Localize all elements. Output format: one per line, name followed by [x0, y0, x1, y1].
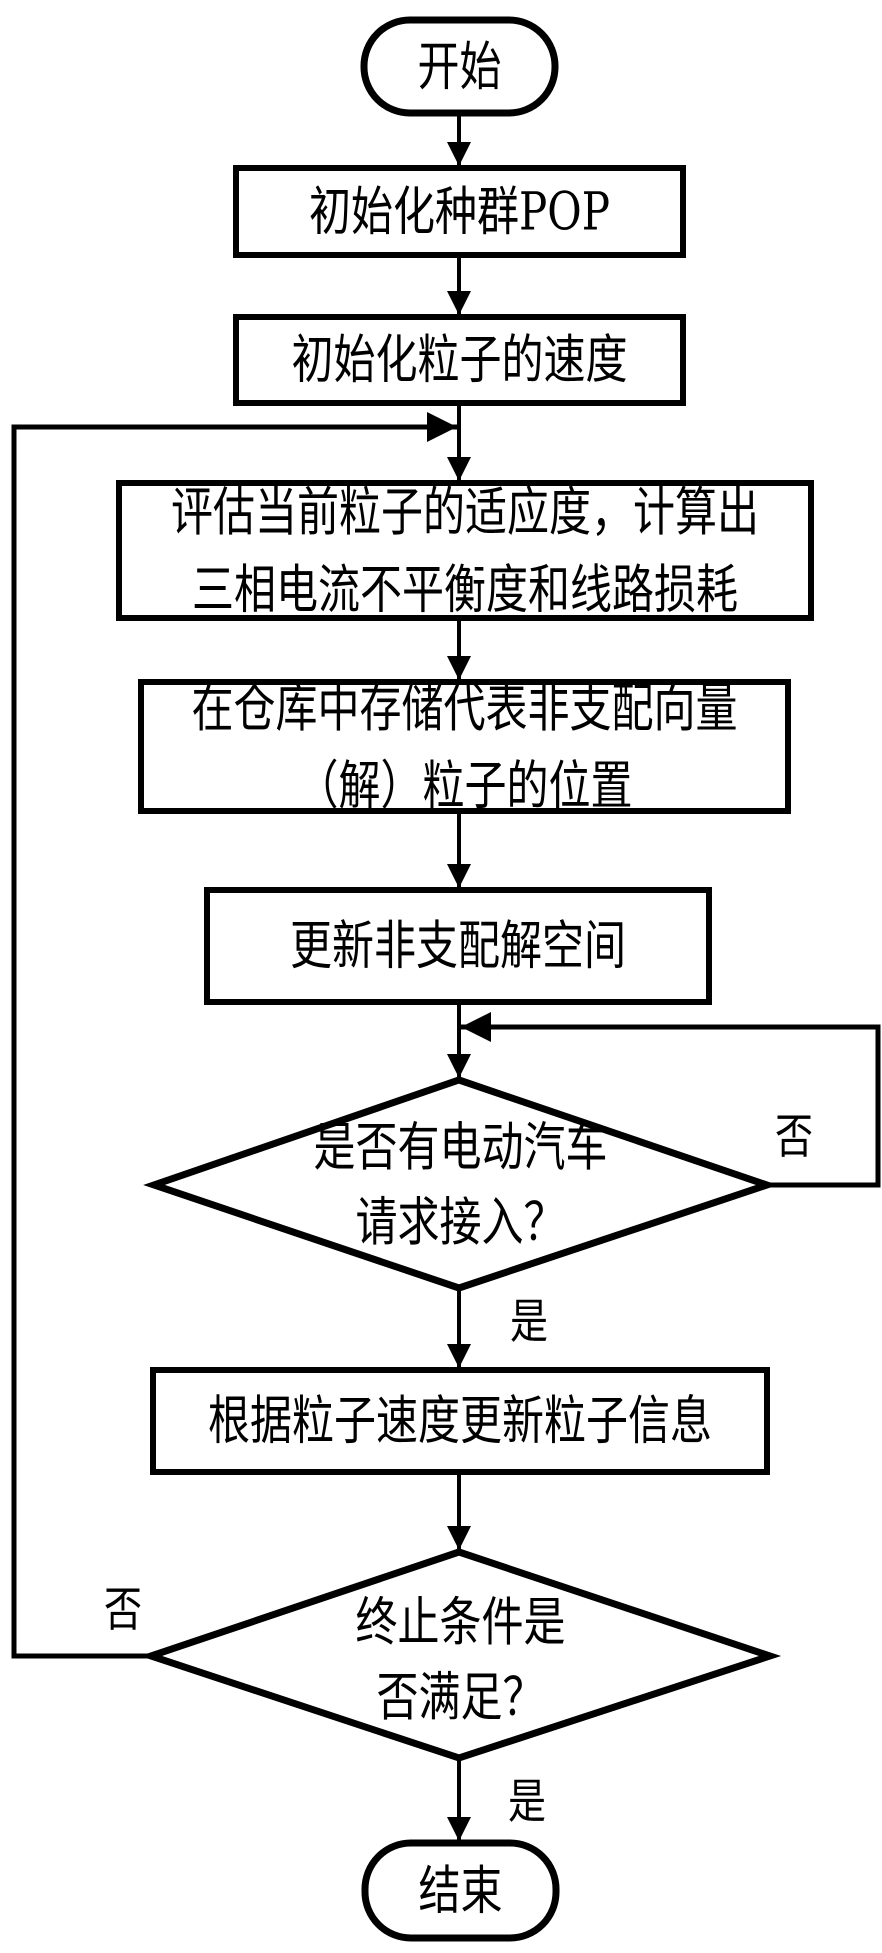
update-particles-box: [150, 1367, 770, 1475]
store-label: 在仓库中存储代表非支配向量 （解）粒子的位置: [191, 676, 738, 816]
init-velocity-box: [233, 314, 686, 406]
init-velocity-label: 初始化粒子的速度: [291, 328, 628, 390]
arrow-ev-request-no-loop: [461, 1012, 881, 1188]
init-pop-box: [233, 165, 686, 258]
evaluate-label: 评估当前粒子的适应度，计算出 三相电流不平衡度和线路损耗: [170, 480, 759, 620]
update-particles-label: 根据粒子速度更新粒子信息: [207, 1389, 712, 1451]
ev-request-label: 是否有电动汽车 请求接入？: [313, 1116, 608, 1253]
init-pop-label: 初始化种群POP: [309, 180, 610, 242]
ev-request-yes-label: 是: [510, 1294, 549, 1350]
end-terminal-shape: [361, 1839, 560, 1942]
termination-decision-shape: [139, 1548, 782, 1762]
ev-request-no-label: 否: [775, 1109, 814, 1165]
termination-yes-label: 是: [508, 1774, 547, 1830]
end-label: 结束: [418, 1859, 503, 1921]
start-terminal-shape: [360, 16, 559, 117]
store-box: [138, 679, 791, 814]
termination-label: 终止条件是 否满足？: [355, 1591, 566, 1728]
evaluate-box: [116, 480, 814, 621]
ev-request-decision-shape: [143, 1076, 778, 1292]
update-space-box: [204, 887, 712, 1005]
start-label: 开始: [417, 35, 502, 97]
arrow-termination-no-loop: [11, 412, 457, 1659]
termination-no-label: 否: [104, 1582, 143, 1638]
update-space-label: 更新非支配解空间: [289, 914, 626, 976]
